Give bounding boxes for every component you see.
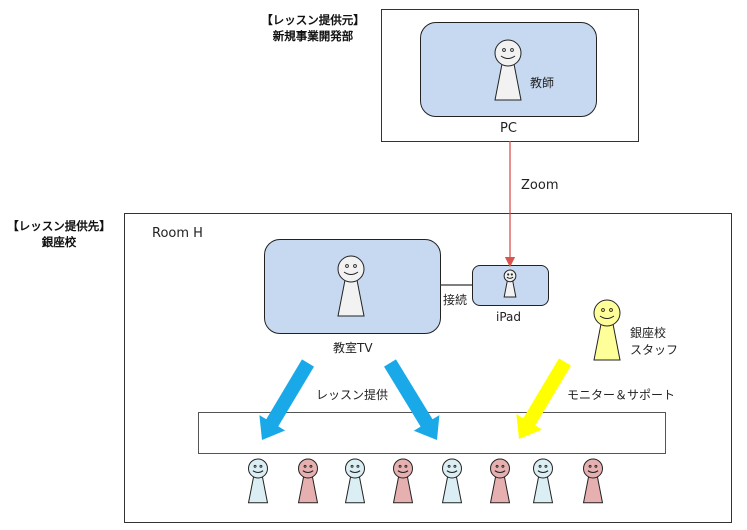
provider-department: 新規事業開発部 [272,29,354,43]
provider-heading: 【レッスン提供元】 [261,13,365,27]
teacher-label: 教師 [530,76,555,90]
staff-label: 銀座校 スタッフ [630,325,678,359]
support-label: モニター＆サポート [567,388,676,402]
student-figure [582,458,604,504]
student-figure [392,458,414,504]
link-label: 接続 [443,293,468,307]
student-figure [532,458,554,504]
ipad-label: iPad [496,310,522,324]
staff-figure [593,299,621,361]
teacher-figure [494,39,522,101]
student-figure [297,458,319,504]
recipient-school: 銀座校 [41,235,77,249]
staff-label-line2: スタッフ [630,343,679,357]
lesson-label: レッスン提供 [316,388,389,402]
student-figure [344,458,366,504]
zoom-label: Zoom [521,178,559,193]
support-arrow [516,358,572,439]
tv-label: 教室TV [333,341,373,355]
tv-teacher-figure [337,255,365,317]
room-label: Room H [152,226,203,241]
staff-label-line1: 銀座校 [630,326,667,340]
recipient-heading: 【レッスン提供先】 [7,219,111,233]
ipad-teacher-figure [503,269,517,298]
recipient-org-label: 【レッスン提供先】 銀座校 [0,218,118,250]
pc-label: PC [500,121,517,136]
lesson-arrow-right [384,359,440,440]
student-figure [441,458,463,504]
provider-org-label: 【レッスン提供元】 新規事業開発部 [248,12,378,44]
student-figure [247,458,269,504]
student-figure [489,458,511,504]
classroom-tv [264,239,441,334]
lesson-arrow-left [259,359,315,440]
